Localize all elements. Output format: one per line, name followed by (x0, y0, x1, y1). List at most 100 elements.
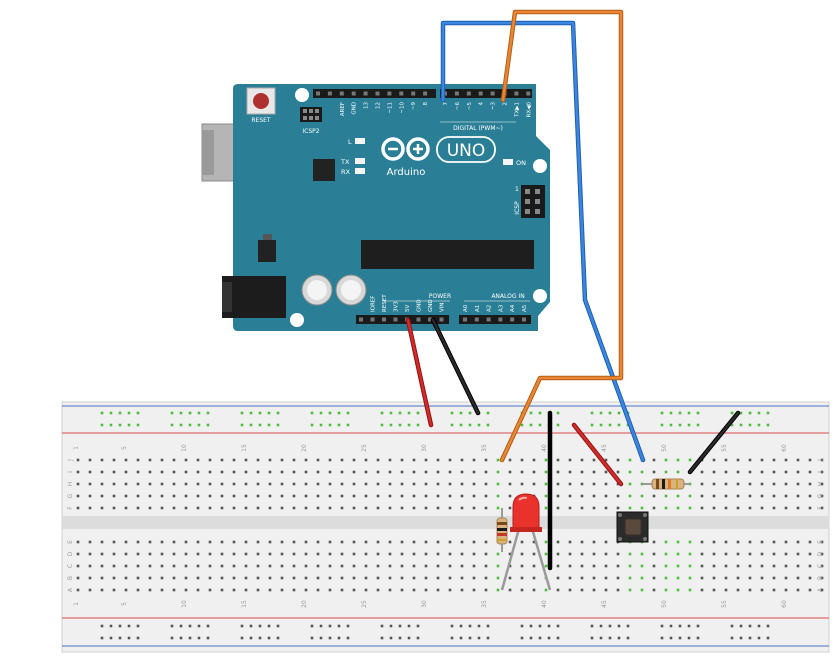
breadboard-hole (556, 506, 560, 510)
breadboard-hole (652, 564, 656, 568)
rail-hole (258, 636, 262, 640)
rail-hole (529, 411, 533, 415)
breadboard-hole (220, 564, 224, 568)
rail-hole (678, 423, 682, 427)
column-number: 30 (421, 600, 428, 608)
breadboard-hole (724, 564, 728, 568)
breadboard-hole (268, 458, 272, 462)
push-button[interactable] (616, 511, 649, 543)
breadboard-hole (280, 458, 284, 462)
l-label: L (348, 138, 352, 146)
breadboard-hole (304, 482, 308, 486)
breadboard-hole (208, 540, 212, 544)
breadboard-hole (520, 482, 524, 486)
column-number: 20 (301, 444, 308, 452)
breadboard-hole (208, 506, 212, 510)
rail-hole (486, 636, 490, 640)
breadboard-hole (112, 494, 116, 498)
breadboard-hole (136, 494, 140, 498)
resistor-horizontal[interactable] (642, 478, 690, 490)
analog-header (459, 315, 531, 324)
breadboard-hole (436, 576, 440, 580)
breadboard-hole (448, 540, 452, 544)
breadboard-hole (76, 552, 80, 556)
breadboard-hole (232, 458, 236, 462)
breadboard-column-numbers: 1155101015152020252530303535404045455050… (73, 444, 788, 608)
rail-hole (730, 624, 734, 628)
breadboard-hole (412, 552, 416, 556)
header-pin (399, 91, 404, 96)
breadboard-hole (196, 506, 200, 510)
breadboard-hole (616, 470, 620, 474)
breadboard-hole (448, 552, 452, 556)
rail-hole (730, 423, 734, 427)
breadboard-hole (280, 540, 284, 544)
breadboard-hole (100, 540, 104, 544)
column-number: 60 (781, 444, 788, 452)
breadboard-hole (496, 482, 500, 486)
breadboard-hole (364, 506, 368, 510)
breadboard-hole (220, 470, 224, 474)
rail-hole (240, 423, 244, 427)
breadboard-hole (652, 458, 656, 462)
rail-hole (240, 636, 244, 640)
breadboard-hole (124, 458, 128, 462)
voltage-regulator (258, 240, 276, 262)
column-number: 5 (121, 602, 128, 606)
breadboard-hole (604, 576, 608, 580)
breadboard-hole (592, 576, 596, 580)
breadboard-hole (496, 470, 500, 474)
breadboard-hole (100, 588, 104, 592)
breadboard-hole (592, 540, 596, 544)
breadboard-hole (112, 470, 116, 474)
rail-hole (100, 636, 104, 640)
breadboard-hole (292, 494, 296, 498)
column-number: 55 (721, 600, 728, 608)
breadboard-hole (280, 552, 284, 556)
breadboard-hole (460, 588, 464, 592)
header-pin (316, 91, 320, 96)
breadboard-hole (76, 588, 80, 592)
rail-hole (188, 636, 192, 640)
breadboard-hole (172, 494, 176, 498)
breadboard-hole (748, 482, 752, 486)
breadboard-hole (244, 576, 248, 580)
header-pin (387, 91, 392, 96)
breadboard-hole (148, 540, 152, 544)
red-led[interactable] (510, 493, 542, 532)
power-pin-label: 3V3 (394, 301, 400, 312)
breadboard-hole (268, 576, 272, 580)
breadboard-hole (172, 506, 176, 510)
breadboard-hole (148, 470, 152, 474)
breadboard-hole (376, 588, 380, 592)
column-number: 45 (601, 600, 608, 608)
breadboard-hole (556, 588, 560, 592)
rail-hole (687, 411, 691, 415)
rail-hole (197, 411, 201, 415)
resistor-vertical[interactable] (496, 508, 508, 552)
icsp2-label: ICSP2 (302, 128, 319, 135)
rail-hole (398, 624, 402, 628)
breadboard-hole (160, 564, 164, 568)
breadboard-hole (544, 552, 548, 556)
breadboard-hole (304, 588, 308, 592)
rail-hole (179, 624, 183, 628)
breadboard-hole (424, 494, 428, 498)
header-pin (370, 317, 375, 322)
rail-hole (136, 624, 140, 628)
breadboard-hole (712, 506, 716, 510)
breadboard-hole (436, 588, 440, 592)
breadboard-hole (496, 588, 500, 592)
breadboard-hole (592, 458, 596, 462)
reset-button-cap[interactable] (253, 93, 269, 109)
breadboard-hole (376, 482, 380, 486)
breadboard-hole (328, 576, 332, 580)
breadboard-hole (280, 494, 284, 498)
breadboard-hole (364, 576, 368, 580)
breadboard-hole (724, 470, 728, 474)
header-pin (411, 91, 416, 96)
column-number: 15 (241, 600, 248, 608)
breadboard-hole (76, 506, 80, 510)
breadboard-hole (376, 576, 380, 580)
rail-hole (310, 624, 314, 628)
